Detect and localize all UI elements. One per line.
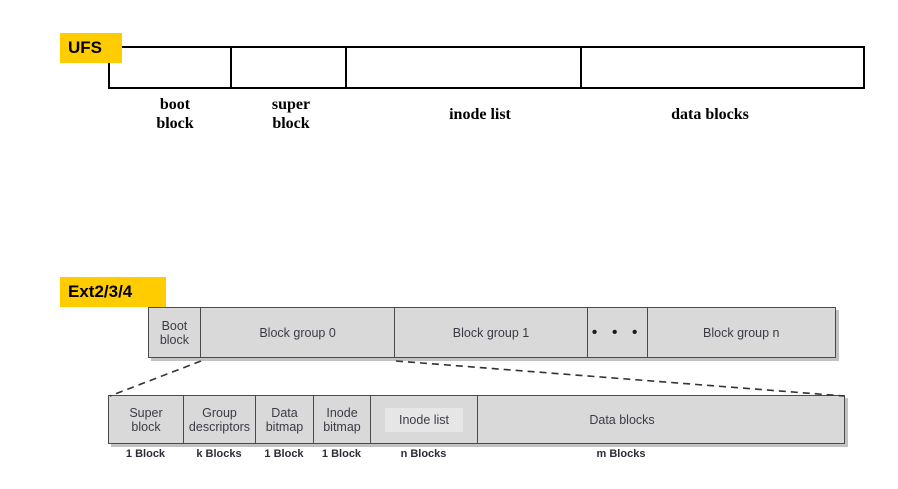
ufs-bottom-break-2 [638, 87, 714, 89]
ufs-top-border-3 [714, 46, 865, 48]
ufs-segment-label-data-blocks: data blocks [671, 106, 749, 123]
ext-cell-block-group-1: Block group 1 [395, 308, 588, 357]
ext-caption-group-descriptors: k Blocks [196, 448, 242, 460]
ufs-divider-boot [230, 46, 232, 89]
ufs-segment-label-super-block: super block [271, 96, 311, 132]
ext-detail-cell-data-blocks: Data blocks [478, 396, 766, 443]
ext-block-group-detail-row: Super block Group descriptors Data bitma… [108, 395, 845, 444]
ufs-top-border-1 [108, 46, 336, 48]
connector-line-left [109, 360, 202, 397]
ufs-top-break-2 [638, 46, 714, 48]
ext-block-groups-row: Boot block Block group 0 Block group 1 •… [148, 307, 836, 358]
ufs-right-edge [863, 46, 865, 89]
ufs-divider-inodes [580, 46, 582, 89]
ufs-bottom-border-2 [384, 87, 638, 89]
ufs-bottom-border-1 [108, 87, 336, 89]
ext-caption-super-block: 1 Block [125, 448, 166, 460]
ext-detail-captions: 1 Block k Blocks 1 Block 1 Block n Block… [108, 448, 845, 466]
ufs-left-edge [108, 46, 110, 89]
ufs-top-border-2 [384, 46, 638, 48]
ext-detail-cell-inode-bitmap: Inode bitmap [314, 396, 371, 443]
ext-cell-ellipsis: • • • [587, 308, 648, 357]
ufs-segment-label-boot-block: boot block [156, 96, 194, 132]
ufs-top-break-1 [336, 46, 384, 48]
ufs-bottom-border-3 [714, 87, 865, 89]
ext-detail-cell-inode-list: Inode list [371, 396, 478, 443]
ext-detail-cell-inode-list-label: Inode list [384, 407, 464, 432]
ext-caption-data-bitmap: 1 Block [264, 448, 304, 460]
ext-caption-inode-list: n Blocks [400, 448, 447, 460]
ufs-segment-label-inode-list: inode list [449, 106, 511, 123]
ext-caption-inode-bitmap: 1 Block [321, 448, 362, 460]
ext-cell-block-group-n: Block group n [647, 308, 835, 357]
ext-detail-cell-super-block: Super block [109, 396, 184, 443]
ufs-divider-super [345, 46, 347, 89]
ext-detail-cell-group-descriptors: Group descriptors [184, 396, 256, 443]
ufs-label-tag: UFS [60, 33, 122, 63]
ext-label-tag: Ext2/3/4 [60, 277, 166, 307]
ext-cell-block-group-0: Block group 0 [200, 308, 396, 357]
ext-caption-data-blocks: m Blocks [596, 448, 646, 460]
ufs-bottom-break-1 [336, 87, 384, 89]
ext-cell-boot-block: Boot block [149, 308, 201, 357]
ufs-layout-diagram [108, 46, 865, 89]
ext-detail-cell-data-bitmap: Data bitmap [256, 396, 314, 443]
connector-line-right [395, 360, 845, 397]
